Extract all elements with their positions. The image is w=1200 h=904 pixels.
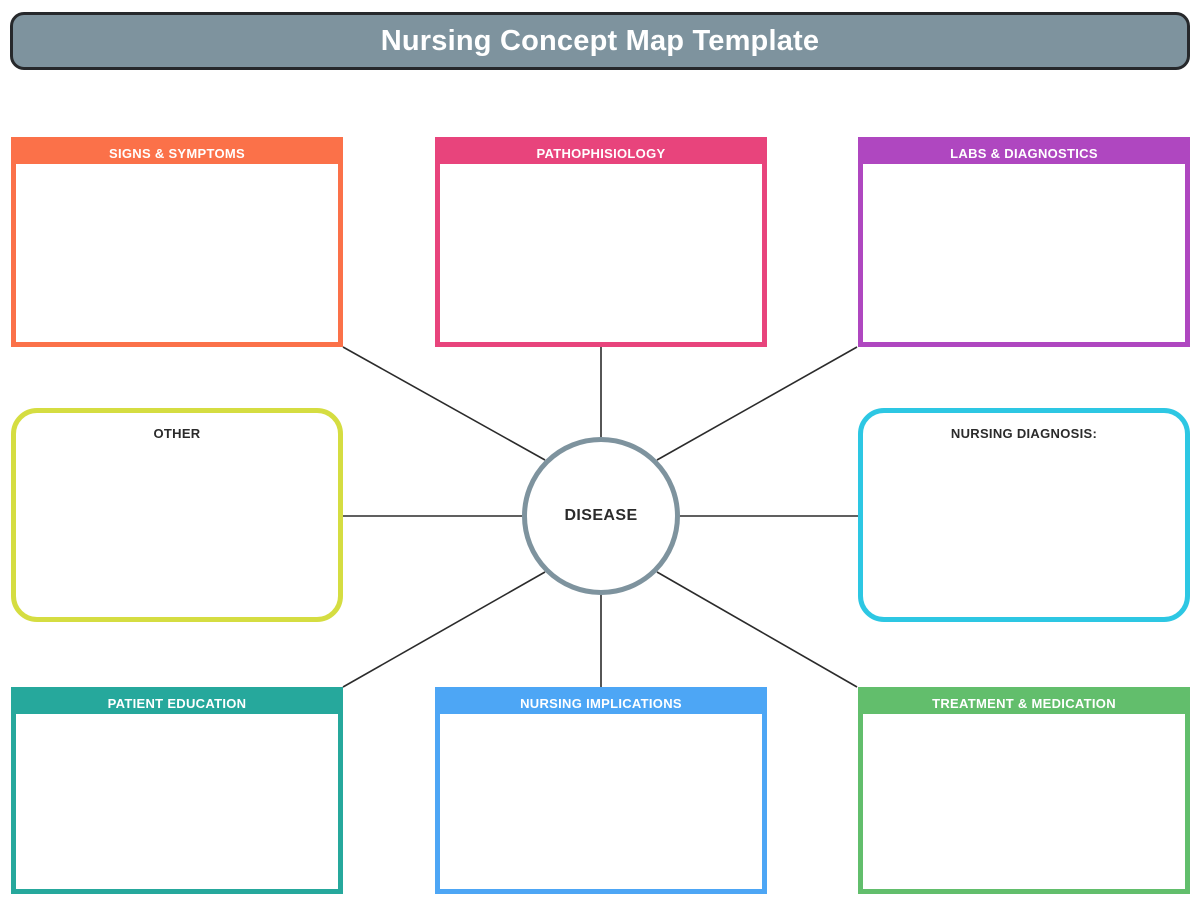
connector-signs-symptoms [342, 346, 546, 461]
connector-labs-diagnostics [656, 346, 858, 461]
node-patient-education[interactable]: PATIENT EDUCATION [11, 687, 343, 894]
node-label-patient-education: PATIENT EDUCATION [107, 695, 247, 711]
node-nursing-diagnosis[interactable]: NURSING DIAGNOSIS: [858, 408, 1190, 622]
node-label-labs-diagnostics: LABS & DIAGNOSTICS [950, 145, 1098, 161]
node-header-nursing-implications: NURSING IMPLICATIONS [440, 692, 762, 714]
connector-patient-education [342, 571, 546, 688]
node-label-nursing-implications: NURSING IMPLICATIONS [520, 695, 682, 711]
node-signs-symptoms[interactable]: SIGNS & SYMPTOMS [11, 137, 343, 347]
node-body-nursing-implications[interactable] [440, 716, 762, 889]
node-label-signs-symptoms: SIGNS & SYMPTOMS [108, 145, 246, 161]
node-body-pathophisiology[interactable] [440, 166, 762, 342]
node-header-pathophisiology: PATHOPHISIOLOGY [440, 142, 762, 164]
node-body-patient-education[interactable] [16, 716, 338, 889]
center-node-disease[interactable]: DISEASE [522, 437, 680, 595]
page-title-banner: Nursing Concept Map Template [10, 12, 1190, 70]
node-header-labs-diagnostics: LABS & DIAGNOSTICS [863, 142, 1185, 164]
connector-treatment-medication [656, 571, 858, 688]
node-header-patient-education: PATIENT EDUCATION [16, 692, 338, 714]
node-label-pathophisiology: PATHOPHISIOLOGY [536, 145, 666, 161]
node-nursing-implications[interactable]: NURSING IMPLICATIONS [435, 687, 767, 894]
node-header-signs-symptoms: SIGNS & SYMPTOMS [16, 142, 338, 164]
node-label-nursing-diagnosis: NURSING DIAGNOSIS: [950, 426, 1098, 441]
center-node-label: DISEASE [564, 507, 638, 524]
node-label-treatment-medication: TREATMENT & MEDICATION [932, 695, 1116, 711]
node-treatment-medication[interactable]: TREATMENT & MEDICATION [858, 687, 1190, 894]
node-label-other: OTHER [153, 426, 201, 441]
node-body-treatment-medication[interactable] [863, 716, 1185, 889]
node-labs-diagnostics[interactable]: LABS & DIAGNOSTICS [858, 137, 1190, 347]
node-pathophisiology[interactable]: PATHOPHISIOLOGY [435, 137, 767, 347]
node-header-treatment-medication: TREATMENT & MEDICATION [863, 692, 1185, 714]
node-body-labs-diagnostics[interactable] [863, 166, 1185, 342]
node-other[interactable]: OTHER [11, 408, 343, 622]
page-title: Nursing Concept Map Template [380, 24, 820, 57]
node-body-signs-symptoms[interactable] [16, 166, 338, 342]
